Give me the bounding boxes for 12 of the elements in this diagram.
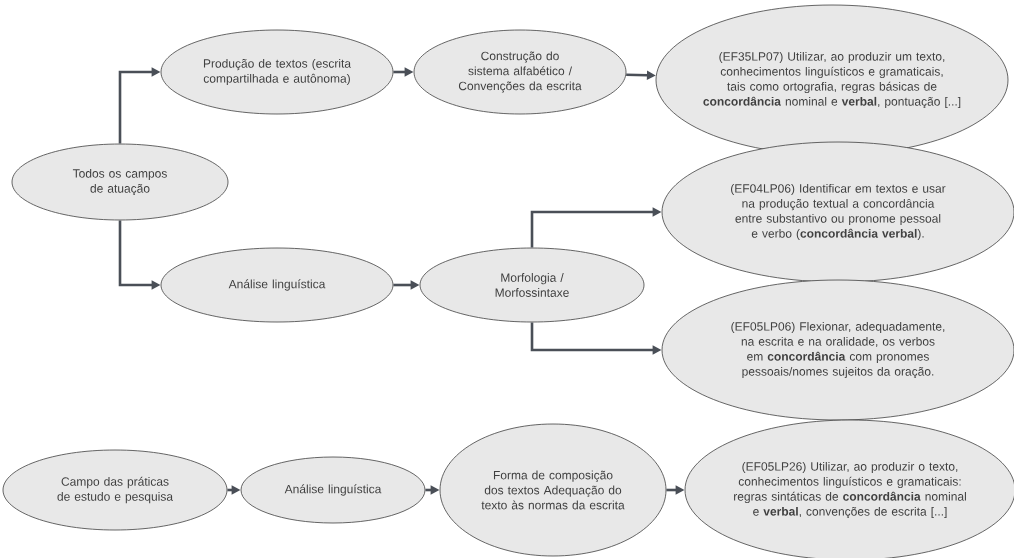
ellipse-node: Análise linguística [160, 247, 394, 323]
ellipse-node: (EF05LP06) Flexionar, adequadamente, na escrita e na oralidade, os verbos em concordância com pronomes pessoais/nomes sujeitos da oração. [661, 279, 1014, 421]
ellipse-node: Análise linguística [240, 456, 426, 524]
ellipse-node: (EF04LP06) Identificar em textos e usar na produção textual a concordância entre substantivo ou pronome pessoal e verbo (concordância verbal). [661, 141, 1014, 283]
ellipse-node: (EF05LP26) Utilizar, ao produzir o texto, conhecimentos linguísticos e gramaticais: regras sintáticas de concordância nominal e verbal, convenções de escrita [...] [684, 419, 1014, 558]
ellipse-node: Produção de textos (escrita compartilhada e autônoma) [160, 29, 394, 115]
ellipse-node: Todos os campos de atuação [11, 143, 229, 221]
ellipse-node: Forma de composição dos textos Adequação do texto às normas da escrita [439, 423, 667, 557]
ellipse-node: Construção do sistema alfabético / Convenções da escrita [413, 29, 627, 115]
ellipse-node: (EF35LP07) Utilizar, ao produzir um texto, conhecimentos linguísticos e gramaticais, tais como ortografia, regras básicas de concordância nominal e verbal, pontuação [...] [655, 4, 1009, 156]
ellipse-node: Morfologia / Morfossintaxe [419, 247, 645, 323]
ellipse-node: Campo das práticas de estudo e pesquisa [2, 449, 228, 531]
